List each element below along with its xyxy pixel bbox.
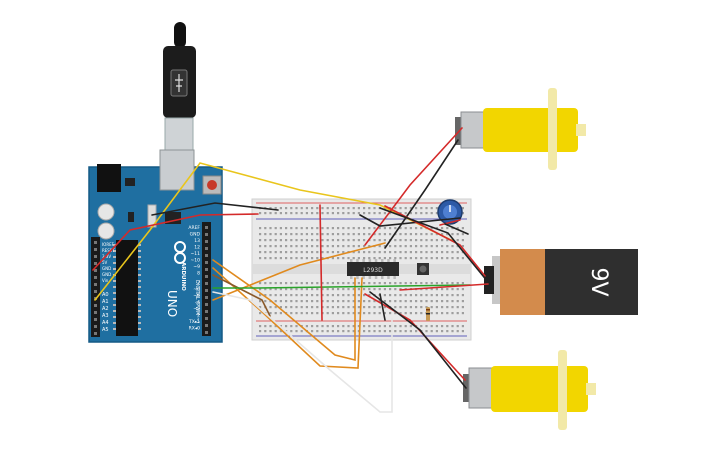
wire-black-motor-top[interactable]: [384, 139, 459, 249]
digital-pin-label: 13: [194, 238, 200, 244]
power-pin-label: GND: [102, 266, 111, 271]
digital-pin-label: ~6: [193, 287, 200, 293]
digital-pin-label: AREF: [188, 225, 200, 231]
wires: [92, 127, 489, 413]
digital-pin-label: 7: [197, 280, 200, 286]
wire-red-pot[interactable]: [439, 219, 461, 226]
analog-pin-label: A4: [102, 320, 109, 326]
wire-red-rail[interactable]: [399, 283, 489, 291]
power-pin-label: 5V: [102, 260, 108, 265]
digital-pin-label: 12: [194, 245, 200, 251]
usb-port: [159, 149, 195, 191]
power-pin-label: 3.3V: [102, 254, 111, 259]
wire-black-gnd-2[interactable]: [359, 214, 461, 227]
model-label: UNO: [165, 290, 179, 317]
digital-header: [202, 222, 211, 336]
analog-pin-label: A2: [102, 306, 109, 312]
dc-motor-bottom[interactable]: [463, 350, 596, 430]
battery-9v[interactable]: 9V: [484, 249, 638, 315]
wire-white[interactable]: [212, 291, 393, 413]
resistor-1[interactable]: [426, 307, 430, 321]
wire-orange-1[interactable]: [212, 259, 356, 362]
analog-pin-label: A3: [102, 313, 109, 319]
digital-pin-label: ~5: [193, 293, 200, 299]
l293d-chip[interactable]: L293D: [347, 259, 399, 279]
usb-icon: [175, 74, 183, 92]
wire-black-motor-bottom[interactable]: [369, 291, 467, 389]
wire-red-motor-top[interactable]: [364, 127, 463, 246]
digital-pin-label: 4: [197, 300, 200, 306]
wire-black-battery[interactable]: [379, 207, 489, 283]
wire-red-motor-bottom[interactable]: [364, 293, 466, 381]
capacitor-2: [97, 222, 115, 240]
power-pin-label: Vin: [102, 278, 109, 283]
wire-red-vin[interactable]: [92, 213, 259, 271]
usb-cable-end: [174, 22, 186, 48]
digital-pin-label: TX▸1: [188, 319, 200, 325]
analog-pin-label: A5: [102, 327, 109, 333]
pushbutton[interactable]: [417, 263, 429, 275]
power-pin-label: RESET: [102, 248, 115, 253]
digital-pin-label: ~11: [191, 251, 201, 257]
left-header: [91, 237, 100, 337]
digital-pin-label: 8: [197, 271, 200, 277]
digital-pin-label: 2: [197, 313, 200, 319]
power-pin-label: IOREF: [102, 242, 115, 247]
digital-pin-label: RX◂0: [189, 326, 200, 332]
digital-pin-label: ~10: [191, 258, 201, 264]
digital-pin-label: ~3: [193, 306, 200, 312]
capacitor-1: [97, 203, 115, 221]
power-pin-label: GND: [102, 272, 111, 277]
wire-brown-1[interactable]: [212, 274, 271, 317]
digital-pin-label: GND: [190, 232, 201, 238]
analog-pin-label: A0: [102, 292, 109, 298]
battery-label: 9V: [586, 267, 611, 296]
digital-pin-label: ~9: [193, 264, 200, 270]
atmega-chip: [116, 240, 138, 336]
wire-black-gnd[interactable]: [151, 202, 279, 216]
reset-button[interactable]: [207, 180, 217, 190]
usb-cable[interactable]: [163, 22, 196, 154]
arduino-logo: [174, 241, 186, 264]
digital-label: DIGITAL (PWM ~): [194, 280, 200, 323]
wire-black-rail[interactable]: [379, 293, 386, 321]
usb-connector: [164, 117, 194, 154]
wire-red-motor-top-2[interactable]: [319, 204, 323, 321]
analog-pin-label: A1: [102, 299, 109, 305]
chip-label: L293D: [363, 267, 383, 274]
wire-green[interactable]: [212, 284, 471, 289]
wire-black-pot[interactable]: [444, 223, 469, 235]
wire-yellow-5v[interactable]: [94, 162, 456, 301]
dc-motor-top[interactable]: [455, 88, 586, 170]
dc-power-jack: [97, 164, 121, 192]
brand-label: ARDUINO: [180, 262, 186, 291]
wire-orange-2[interactable]: [212, 267, 363, 369]
